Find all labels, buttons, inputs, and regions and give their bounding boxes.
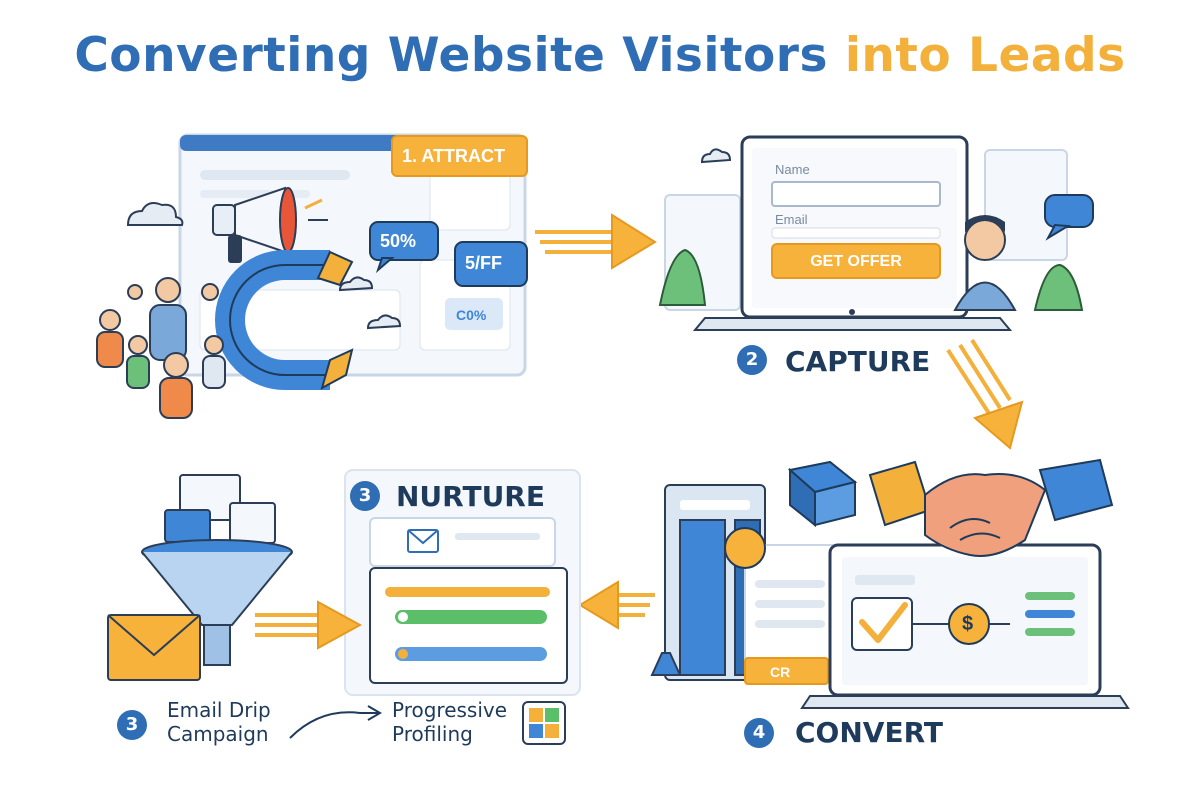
chat-bubble-icon (700, 148, 1094, 241)
dollar-sign: $ (962, 613, 974, 635)
convert-label: CONVERT (795, 716, 943, 749)
capture-email-field-label: Email (775, 212, 808, 227)
funnel-icon (141, 474, 293, 666)
attract-label: 1. ATTRACT (402, 146, 505, 166)
handshake-icon (868, 458, 1114, 557)
discount-badge-c0 (445, 298, 503, 330)
badge-5ff-text: 5/FF (465, 253, 503, 273)
discount-badge-50 (369, 221, 439, 274)
nurture-label: NURTURE (396, 480, 545, 513)
envelope-icon (107, 614, 201, 681)
arrow-convert-to-nurture (578, 580, 655, 630)
email-drip-step-number: 3 (117, 710, 147, 740)
nurture-panel (344, 469, 581, 696)
megaphone-icon (212, 186, 328, 263)
capture-name-field-label: Name (775, 162, 810, 177)
convert-step-number: 4 (744, 718, 774, 748)
arrow-drip-to-nurture (255, 600, 363, 650)
progressive-line2: Profiling (392, 722, 473, 746)
discount-badge-5ff (454, 241, 528, 287)
capture-label: CAPTURE (785, 345, 931, 378)
people-icon (96, 277, 226, 419)
get-offer-button: GET OFFER (810, 253, 902, 270)
arrow-capture-to-convert (946, 338, 1024, 450)
attract-label-badge (391, 135, 528, 177)
cube-icon (787, 460, 858, 528)
page-title: Converting Website Visitors into Leads (0, 28, 1200, 83)
capture-step-number: 2 (737, 345, 767, 375)
crm-tag: CR (770, 664, 791, 680)
title-part-blue: Converting Website Visitors (74, 28, 828, 83)
magnet-icon (215, 250, 354, 391)
email-drip-line1: Email Drip (167, 698, 271, 722)
checkmark-icon (859, 602, 908, 643)
progressive-line1: Progressive (392, 698, 508, 722)
nurture-step-number: 3 (350, 481, 380, 511)
arrow-attract-to-capture (535, 213, 657, 270)
email-drip-line2: Campaign (167, 722, 269, 746)
crm-panel (724, 527, 841, 685)
title-part-orange: into Leads (844, 28, 1126, 83)
person-avatar-icon (953, 215, 1017, 311)
badge-c0-text: C0% (456, 307, 487, 323)
badge-50-text: 50% (380, 231, 417, 251)
laptop-icon (664, 135, 1068, 331)
arrow-drip-to-profiling (289, 705, 382, 739)
dollar-coin-icon (948, 603, 990, 645)
cloud-icon (126, 202, 402, 330)
profiling-icon (522, 701, 566, 745)
plant-icon (658, 248, 1084, 311)
